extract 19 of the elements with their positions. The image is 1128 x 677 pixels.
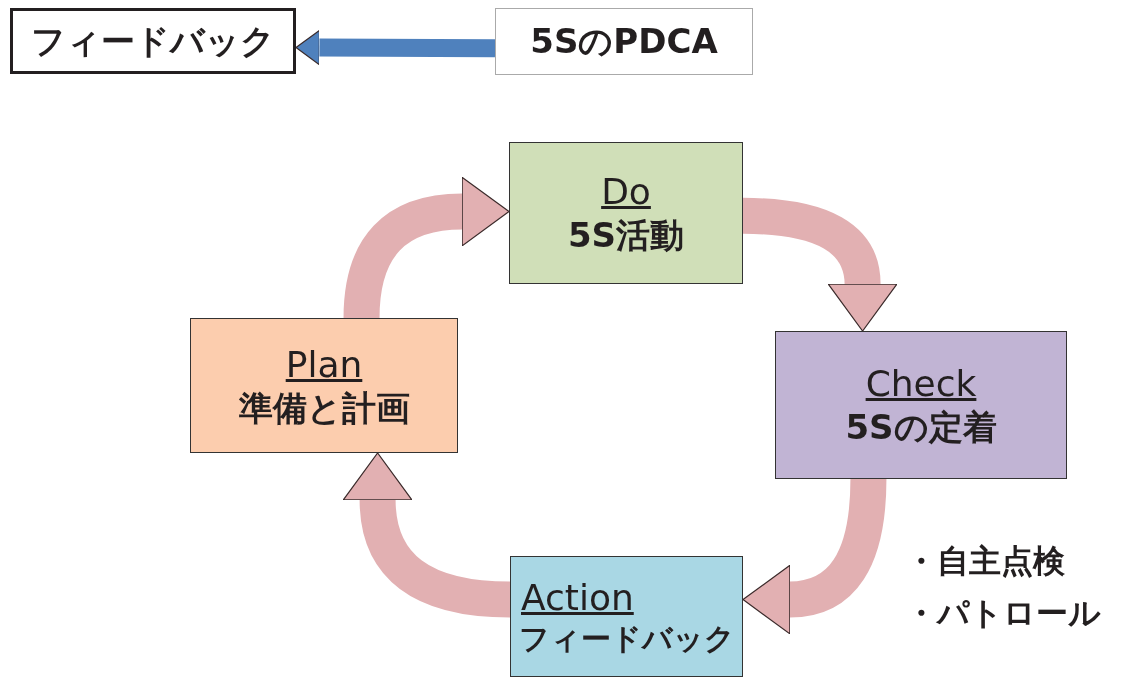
phase-box <box>775 331 1067 479</box>
label-box <box>495 8 753 75</box>
phase-text: フィードバック <box>31 19 275 63</box>
label-box <box>10 8 296 74</box>
phase-title: Action <box>521 576 634 621</box>
phase-box <box>190 318 458 453</box>
phase-title: Plan <box>285 342 363 387</box>
phase-title: Do <box>601 170 651 215</box>
phase-box <box>509 142 743 284</box>
phase-text: 準備と計画 <box>238 386 410 430</box>
note-text: ・パトロール <box>905 593 1101 634</box>
phase-title: Check <box>865 362 977 407</box>
phase-text: 5S活動 <box>567 214 685 257</box>
note-text: ・自主点検 <box>905 541 1065 582</box>
phase-text: 5Sの定着 <box>845 406 997 449</box>
curved-arrow <box>295 29 496 66</box>
phase-text: フィードバック <box>518 620 735 658</box>
phase-text: 5SのPDCA <box>530 20 718 63</box>
phase-box <box>510 556 743 677</box>
